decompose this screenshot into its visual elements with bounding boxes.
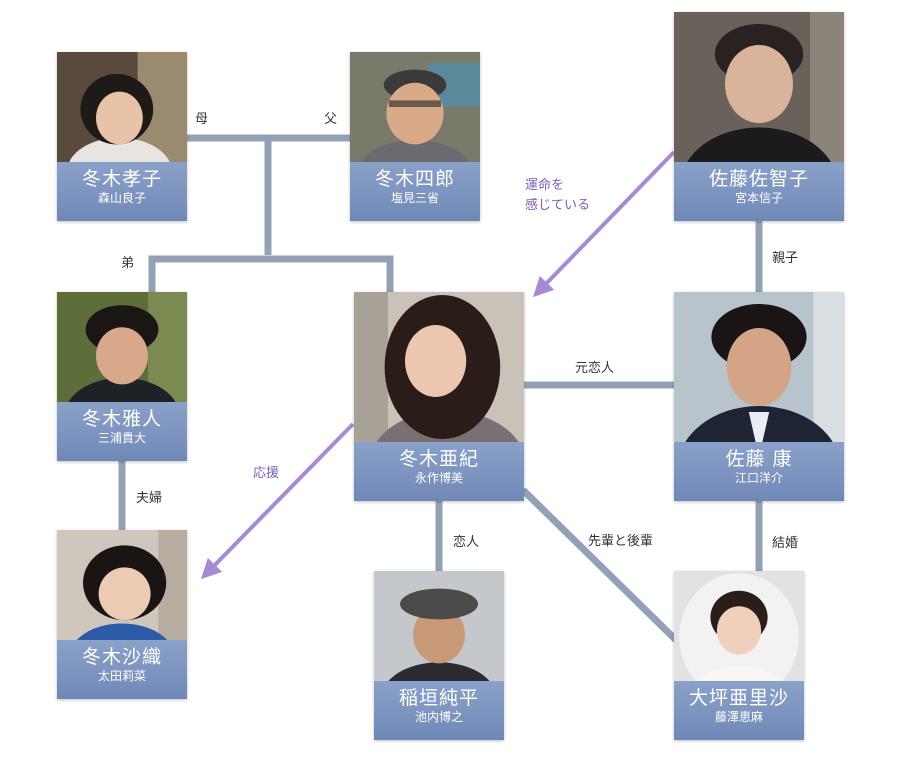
character-card-aki[interactable]: 冬木亜紀 永作博美 [354,292,524,501]
character-photo [57,530,187,640]
actor-name: 太田莉菜 [97,669,146,683]
nameplate: 佐藤 康 江口洋介 [674,442,844,501]
nameplate: 大坪亜里沙 藤澤恵麻 [674,681,804,740]
character-name: 稲垣純平 [398,687,479,709]
relation-brother-label: 弟 [121,256,135,271]
nameplate: 冬木孝子 森山良子 [57,162,187,221]
children-line [148,255,394,292]
relation-ex-lover-label: 元恋人 [575,361,615,376]
relation-destiny-line2: 感じている [525,198,591,213]
relation-parent-child-label: 親子 [772,251,799,266]
actor-name: 塩見三省 [390,191,439,205]
actor-name: 宮本信子 [734,191,783,205]
character-photo [350,52,480,162]
actor-name: 池内博之 [414,710,463,724]
relation-destiny-label: 運命を 感じている [525,176,590,216]
character-photo [374,571,504,681]
character-card-masato[interactable]: 冬木雅人 三浦貴大 [57,292,187,461]
character-card-takako[interactable]: 冬木孝子 森山良子 [57,52,187,221]
character-photo [354,292,524,442]
character-photo [57,52,187,162]
nameplate: 冬木亜紀 永作博美 [354,442,524,501]
actor-name: 江口洋介 [734,471,783,485]
relation-support-label: 応援 [253,466,280,481]
character-name: 佐藤 康 [725,448,793,470]
actor-name: 森山良子 [97,191,146,205]
character-name: 大坪亜里沙 [688,687,789,709]
actor-name: 三浦貴大 [97,431,146,445]
character-name: 冬木雅人 [81,408,162,430]
relation-married-couple-label: 夫婦 [136,491,163,506]
nameplate: 冬木沙織 太田莉菜 [57,640,187,699]
character-card-sachiko[interactable]: 佐藤佐智子 宮本信子 [674,12,844,221]
character-card-junpei[interactable]: 稲垣純平 池内博之 [374,571,504,740]
actor-name: 永作博美 [414,471,463,485]
aki-arisa-line [520,487,679,643]
relation-senior-junior-label: 先輩と後輩 [588,534,654,549]
character-photo [674,12,844,162]
support-arrow [201,422,355,580]
actor-name: 藤澤恵麻 [714,710,763,724]
character-card-yasushi[interactable]: 佐藤 康 江口洋介 [674,292,844,501]
relation-marriage-label: 結婚 [772,536,799,551]
character-card-shiro[interactable]: 冬木四郎 塩見三省 [350,52,480,221]
relation-destiny-line1: 運命を [525,178,565,193]
nameplate: 冬木雅人 三浦貴大 [57,402,187,461]
character-name: 冬木亜紀 [398,448,479,470]
character-card-saori[interactable]: 冬木沙織 太田莉菜 [57,530,187,699]
character-photo [57,292,187,402]
relation-mother-label: 母 [195,112,209,127]
relation-father-label: 父 [324,112,338,127]
character-photo [674,571,804,681]
character-name: 冬木沙織 [81,646,162,668]
character-name: 佐藤佐智子 [708,168,809,190]
character-name: 冬木四郎 [374,168,455,190]
character-name: 冬木孝子 [81,168,162,190]
nameplate: 冬木四郎 塩見三省 [350,162,480,221]
character-photo [674,292,844,442]
character-card-arisa[interactable]: 大坪亜里沙 藤澤恵麻 [674,571,804,740]
nameplate: 稲垣純平 池内博之 [374,681,504,740]
nameplate: 佐藤佐智子 宮本信子 [674,162,844,221]
destiny-arrow [533,150,676,298]
relation-lover-label: 恋人 [453,535,480,550]
